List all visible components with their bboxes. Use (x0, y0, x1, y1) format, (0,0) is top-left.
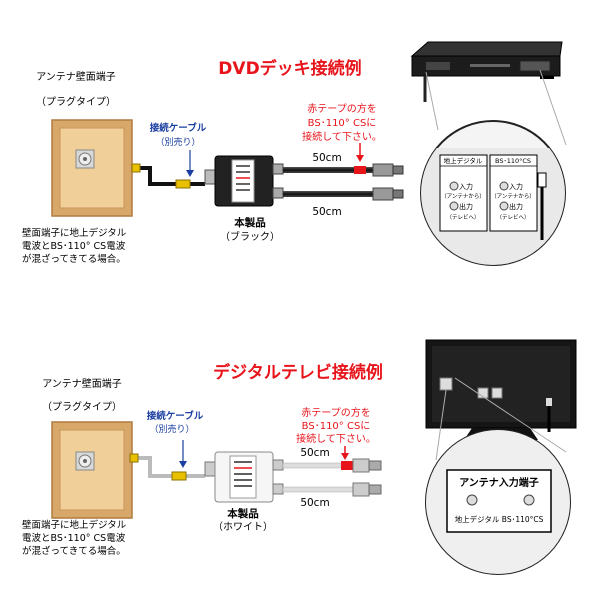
top-title: DVDデッキ接続例 (218, 58, 361, 79)
bottom-input-cable (129, 453, 205, 481)
bottom-note-arrow-head (341, 453, 349, 460)
top-outlet-title: アンテナ壁面端子 (36, 70, 116, 83)
digital-tv (425, 339, 577, 440)
top-panel-right-out: 出力 (509, 202, 523, 211)
top-cable-label: 接続ケーブル (150, 122, 207, 134)
bottom-note-line1: 赤テープの方を (301, 406, 370, 419)
top-cable-sub: （別売り） (155, 136, 200, 148)
bottom-outlet-type: （プラグタイプ） (42, 400, 122, 413)
top-panel-right-out-sub: （テレビへ） (496, 213, 529, 221)
top-zoom-panel (420, 120, 566, 266)
top-zoom-line-2 (539, 69, 567, 146)
bottom-cable-arrow-head (179, 461, 187, 468)
bottom-splitter (204, 451, 284, 503)
top-length-lower: 50cm (312, 206, 341, 218)
top-note-line2: BS･110° CSに (308, 117, 377, 129)
top-length-upper: 50cm (312, 152, 341, 164)
dvd-deck (410, 41, 563, 102)
top-splitter (204, 155, 284, 207)
bottom-note-line3: 接続して下さい。 (296, 432, 376, 445)
top-panel-right-in-sub: （アンテナから） (491, 193, 535, 200)
top-desc-line2: 電波とBS･110° CS電波 (22, 240, 126, 252)
bottom-panel-header: アンテナ入力端子 (459, 476, 539, 489)
bottom-output-cables (282, 458, 382, 497)
top-desc-line3: が混ざってきてる場合。 (22, 253, 126, 265)
top-wall-outlet (51, 119, 133, 217)
top-outlet-type: （プラグタイプ） (36, 95, 116, 108)
bottom-outlet-title: アンテナ壁面端子 (42, 377, 122, 390)
top-note-arrow-head (356, 155, 364, 162)
top-output-cables (283, 163, 404, 201)
top-panel-left-header: 地上デジタル (444, 156, 483, 165)
bottom-zoom-line-2 (454, 377, 567, 453)
top-input-cable (131, 163, 205, 189)
bottom-desc-line2: 電波とBS･110° CS電波 (22, 532, 126, 544)
top-panel-right-in: 入力 (509, 182, 523, 191)
top-zoom-line-1 (425, 71, 439, 131)
bottom-zoom-line-1 (435, 389, 447, 461)
bottom-panel-footer: 地上デジタル BS･110°CS (455, 514, 544, 524)
bottom-wall-outlet (51, 421, 133, 519)
top-panel-left-out-sub: （テレビへ） (446, 213, 479, 221)
bottom-product-color: （ホワイト） (213, 521, 273, 533)
top-panel-left-out: 出力 (459, 202, 473, 211)
bottom-cable-label: 接続ケーブル (147, 410, 204, 422)
bottom-note-line2: BS･110° CSに (302, 420, 371, 432)
top-product-color: （ブラック） (220, 230, 280, 243)
top-panel-right-header: BS･110°CS (495, 157, 531, 165)
top-panel-left-in-sub: （アンテナから） (441, 193, 485, 200)
bottom-cable-sub: （別売り） (149, 423, 194, 435)
top-desc-line1: 壁面端子に地上デジタル (22, 227, 127, 239)
bottom-desc-line3: が混ざってきてる場合。 (22, 545, 126, 557)
bottom-length-lower: 50cm (300, 497, 329, 509)
bottom-length-upper: 50cm (300, 447, 329, 459)
bottom-desc-line1: 壁面端子に地上デジタル (22, 519, 127, 531)
top-note-line1: 赤テープの方を (307, 102, 376, 115)
top-panel-left-in: 入力 (459, 182, 473, 191)
bottom-product-label: 本製品 (227, 507, 259, 520)
top-cable-arrow-head (186, 170, 194, 177)
bottom-zoom-panel (425, 429, 571, 575)
top-note-line3: 接続して下さい。 (302, 130, 382, 143)
top-product-label: 本製品 (234, 216, 266, 229)
bottom-title: デジタルテレビ接続例 (213, 362, 383, 383)
